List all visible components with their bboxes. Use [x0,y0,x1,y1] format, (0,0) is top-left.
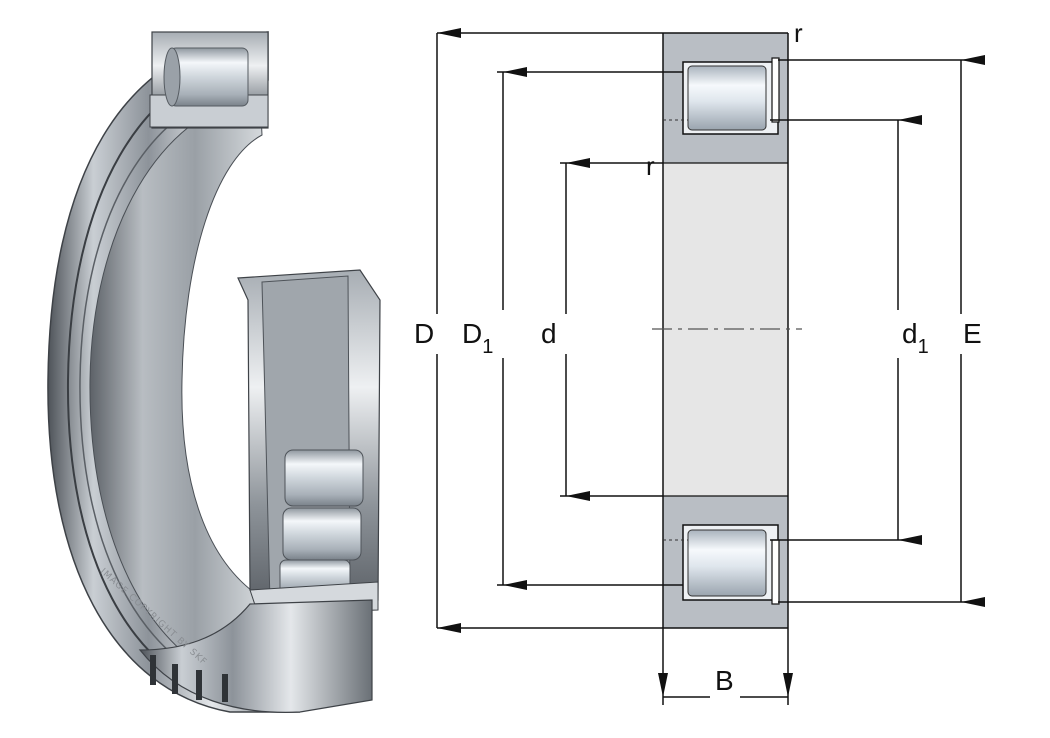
roller-bottom [687,529,767,597]
label-r-inner: r [646,151,655,181]
label-B: B [715,665,734,696]
label-d1: d1 [902,318,929,358]
label-d: d [541,318,557,349]
label-D1: D1 [462,318,493,358]
roller-top [687,65,767,131]
label-r-top: r [794,18,803,48]
label-d1-subscript: 1 [918,336,929,358]
label-D: D [414,318,434,349]
label-D1-subscript: 1 [482,336,493,358]
bearing-photo: IMAGE COPYRIGHT BY SKF [47,31,381,713]
cross-section-drawing: D D1 d d1 E B r r [413,18,994,714]
label-E: E [963,318,982,349]
